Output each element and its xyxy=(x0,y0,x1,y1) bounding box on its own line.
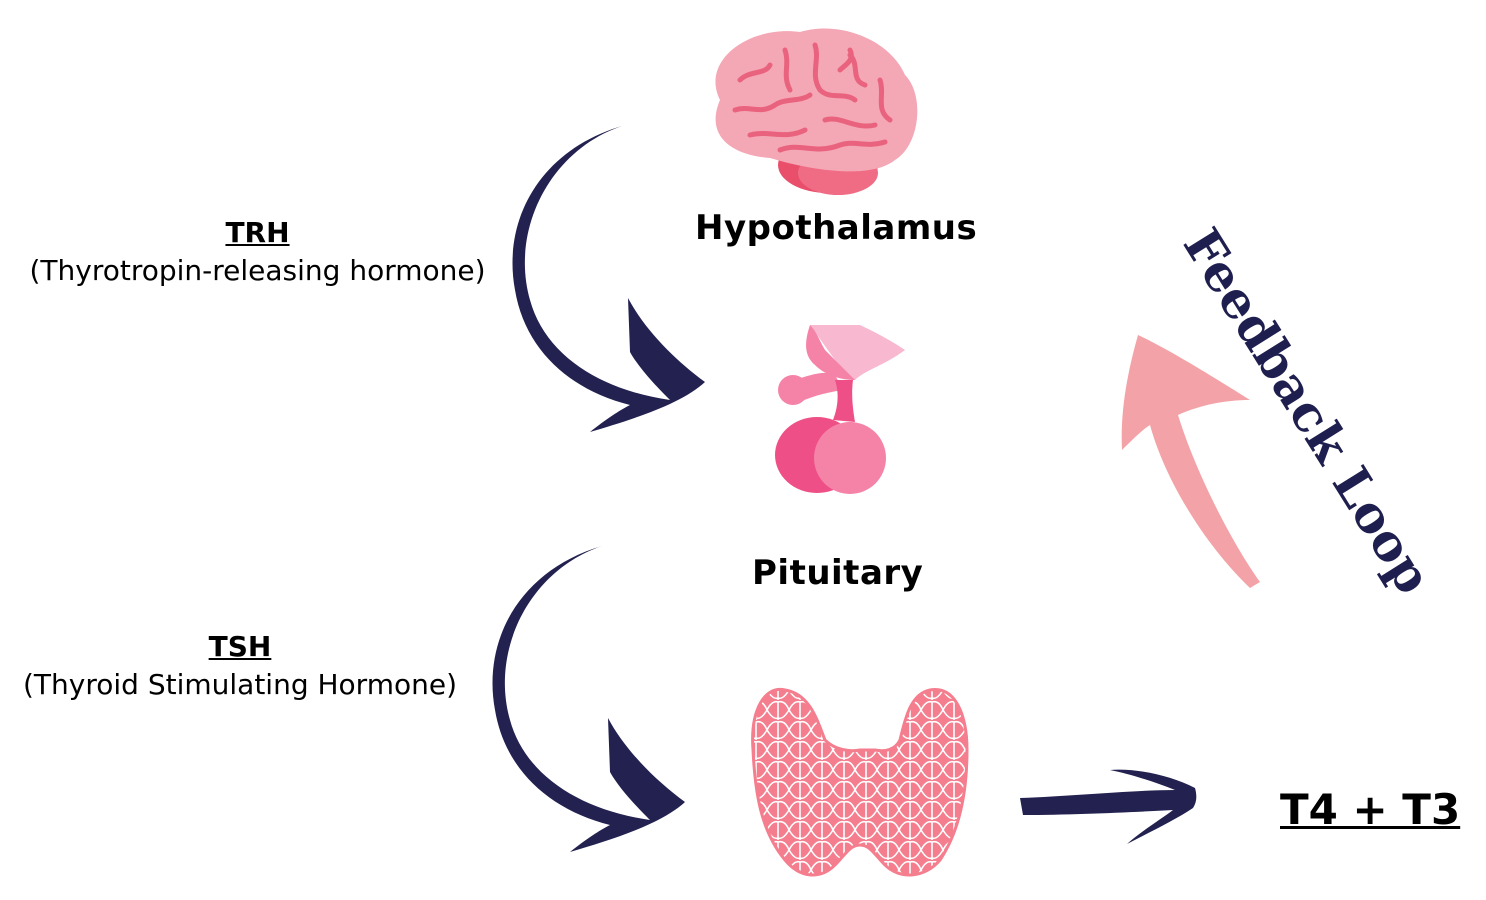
trh-full-name: (Thyrotropin-releasing hormone) xyxy=(29,254,486,287)
tsh-full-name: (Thyroid Stimulating Hormone) xyxy=(23,668,457,701)
tsh-abbreviation: TSH xyxy=(208,630,272,663)
tsh-label: TSH (Thyroid Stimulating Hormone) xyxy=(5,628,475,704)
pituitary-gland-icon xyxy=(765,320,915,500)
feedback-arrow xyxy=(1110,330,1270,590)
thyroid-gland-icon xyxy=(745,680,975,885)
hypothalamus-label: Hypothalamus xyxy=(695,208,978,248)
trh-arrow xyxy=(510,120,720,440)
brain-icon xyxy=(690,20,930,200)
output-label: T4 + T3 xyxy=(1280,785,1461,834)
trh-label: TRH (Thyrotropin-releasing hormone) xyxy=(10,214,505,290)
trh-abbreviation: TRH xyxy=(225,216,290,249)
tsh-arrow xyxy=(490,540,700,860)
output-arrow xyxy=(1015,760,1205,850)
pituitary-label: Pituitary xyxy=(752,553,924,593)
